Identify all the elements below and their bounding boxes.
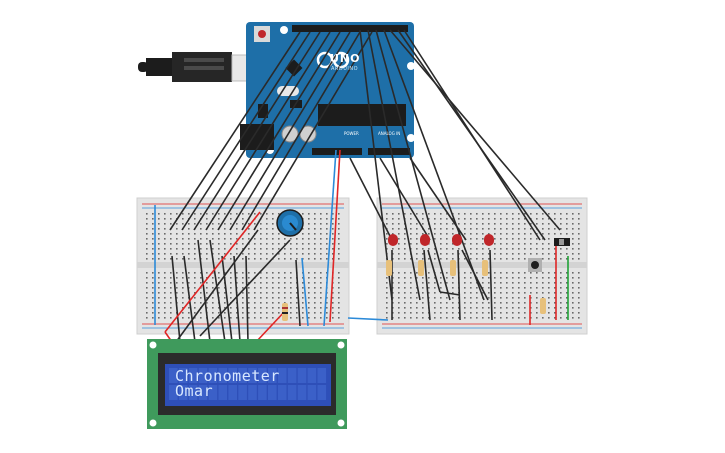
led-3-icon	[452, 234, 462, 246]
atmega-chip	[318, 104, 406, 126]
potentiometer[interactable]	[276, 209, 304, 237]
lcd-module	[147, 339, 347, 429]
power-header	[312, 148, 362, 155]
lcd-line-2: Omar	[175, 382, 214, 400]
resistor-left	[282, 303, 288, 321]
wires-black	[169, 29, 561, 343]
power-label: POWER	[344, 131, 359, 136]
resistors-right	[386, 260, 546, 314]
led-1-icon	[388, 234, 398, 246]
digital-header	[292, 25, 408, 32]
analog-label: ANALOG IN	[378, 131, 401, 136]
led-4-icon	[484, 234, 494, 246]
wires-blue	[154, 149, 389, 327]
reset-button-icon	[258, 30, 266, 38]
power-jack	[240, 124, 274, 150]
pushbutton[interactable]	[528, 258, 542, 272]
arduino-sub-text: ARDUINO	[331, 66, 359, 72]
breadboard-left	[136, 197, 350, 335]
arduino-logo-text: UNO	[330, 52, 361, 65]
slide-switch[interactable]	[554, 238, 570, 246]
lcd-line-1: Chronometer	[175, 367, 280, 385]
arduino-board[interactable]	[240, 22, 415, 158]
leds	[388, 234, 494, 246]
led-2-icon	[420, 234, 430, 246]
analog-header	[368, 148, 410, 155]
